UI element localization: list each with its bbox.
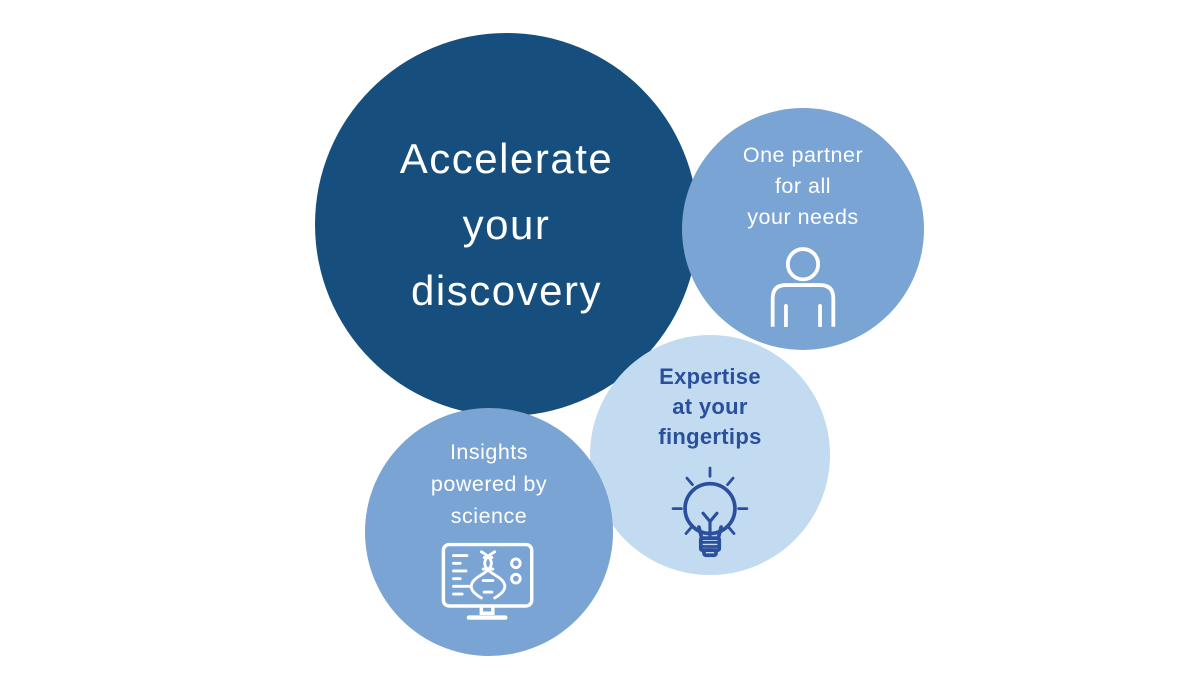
partner-line-1: One partner xyxy=(742,143,864,167)
expertise-circle-text: Expertise at your fingertips xyxy=(658,362,761,452)
expertise-line-2: at your xyxy=(672,394,748,419)
main-circle-text: Accelerate your discovery xyxy=(400,126,613,324)
main-line-1: Accelerate xyxy=(399,134,614,182)
circle-insights: Insights powered by science xyxy=(365,408,613,656)
main-line-2: your xyxy=(462,200,551,248)
insights-line-3: science xyxy=(450,504,528,528)
circle-accelerate: Accelerate your discovery xyxy=(315,33,698,416)
monitor-dna-icon xyxy=(441,542,537,623)
circle-expertise: Expertise at your fingertips xyxy=(590,335,830,575)
expertise-line-1: Expertise xyxy=(659,364,761,389)
partner-line-3: your needs xyxy=(747,205,859,229)
insights-circle-text: Insights powered by science xyxy=(431,436,547,532)
expertise-line-3: fingertips xyxy=(658,424,762,449)
partner-line-2: for all xyxy=(774,174,832,198)
lightbulb-icon xyxy=(662,466,758,566)
main-line-3: discovery xyxy=(411,266,602,314)
person-icon xyxy=(767,245,839,327)
circle-one-partner: One partner for all your needs xyxy=(682,108,924,350)
insights-line-2: powered by xyxy=(430,472,548,496)
insights-line-1: Insights xyxy=(449,440,529,464)
partner-circle-text: One partner for all your needs xyxy=(743,140,863,233)
